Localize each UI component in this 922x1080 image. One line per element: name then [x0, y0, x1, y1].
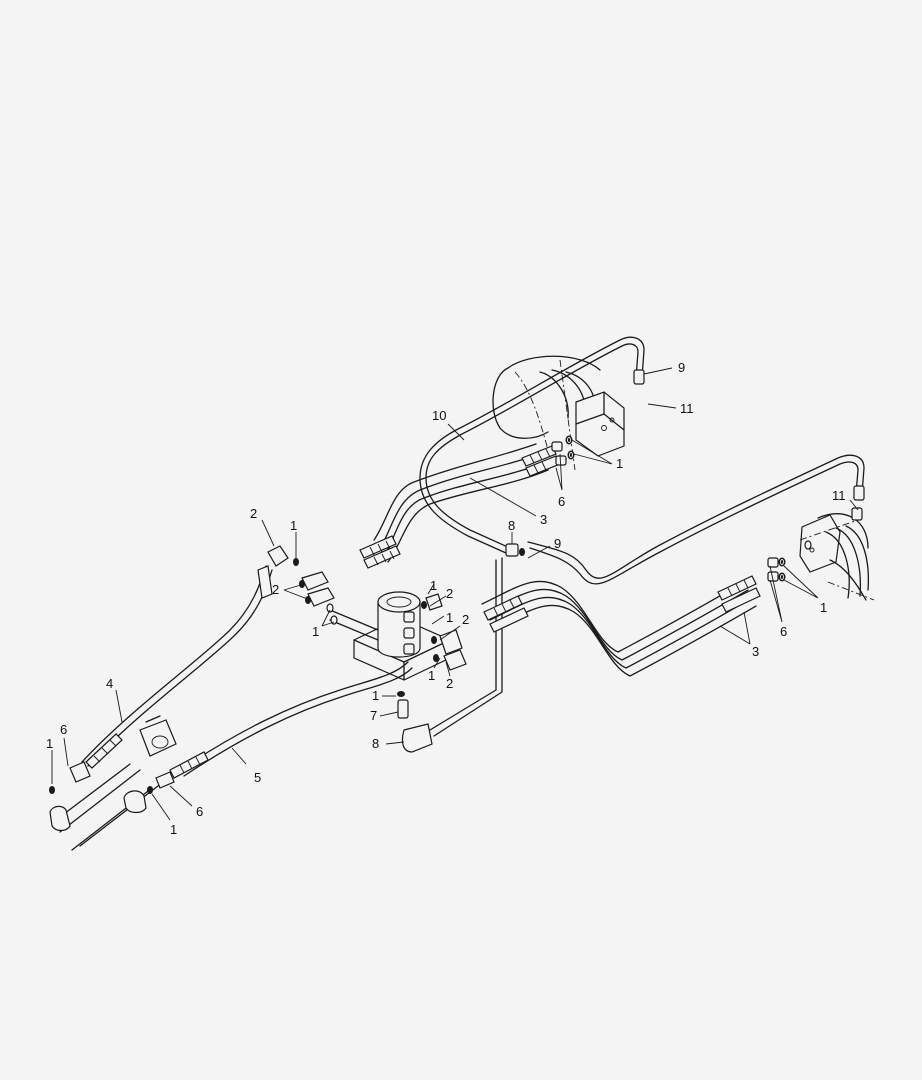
callout-labels: 9 11 10 1 6 3 11 9 8 2 1 2 1 1 2 1 2 1 2… — [46, 360, 846, 837]
callout-2-right-a: 2 — [446, 586, 453, 601]
callout-7: 7 — [370, 708, 377, 723]
callout-11-top: 11 — [680, 401, 694, 416]
lower-hose-pair — [481, 507, 863, 677]
pump-assembly — [49, 715, 177, 851]
callout-11-lower: 11 — [832, 488, 846, 503]
callout-2-left: 2 — [250, 506, 257, 521]
hose-5 — [147, 661, 413, 794]
callout-2-right-c: 2 — [446, 676, 453, 691]
callout-9-mid: 9 — [554, 536, 561, 551]
callout-3-upper: 3 — [540, 512, 547, 527]
upper-travel-motor — [492, 355, 625, 471]
callout-1-mid-left: 1 — [312, 624, 319, 639]
hose-4 — [49, 565, 273, 794]
callout-9-top: 9 — [678, 360, 685, 375]
callout-6-lower-left-a: 6 — [60, 722, 67, 737]
callout-8-upper: 8 — [508, 518, 515, 533]
leader-lines — [51, 367, 859, 821]
callout-8-lower: 8 — [372, 736, 379, 751]
callout-6-lower: 6 — [780, 624, 787, 639]
tee-and-elbow-fittings — [397, 543, 525, 753]
callout-1-bottom-center: 1 — [372, 688, 379, 703]
rotary-manifold — [329, 591, 451, 681]
callout-3-lower: 3 — [752, 644, 759, 659]
callout-4: 4 — [106, 676, 113, 691]
callout-1-upper-motor: 1 — [616, 456, 623, 471]
lower-travel-motor — [799, 513, 875, 601]
callout-6-lower-left-b: 6 — [196, 804, 203, 819]
callout-1-right-c: 1 — [428, 668, 435, 683]
callout-2-mid-left: 2 — [272, 582, 279, 597]
callout-1-lower-left-a: 1 — [46, 736, 53, 751]
upper-hose-pair — [359, 435, 575, 569]
hose-crimp-fittings — [359, 445, 561, 569]
callout-10: 10 — [432, 408, 446, 423]
callout-2-right-b: 2 — [462, 612, 469, 627]
callout-1-right-b: 1 — [446, 610, 453, 625]
callout-6-upper: 6 — [558, 494, 565, 509]
callout-1-lower-motor: 1 — [820, 600, 827, 615]
callout-1-left: 1 — [290, 518, 297, 533]
rigid-tubes — [419, 336, 865, 737]
callout-5: 5 — [254, 770, 261, 785]
callout-1-lower-left-b: 1 — [170, 822, 177, 837]
callout-1-right-a: 1 — [430, 578, 437, 593]
